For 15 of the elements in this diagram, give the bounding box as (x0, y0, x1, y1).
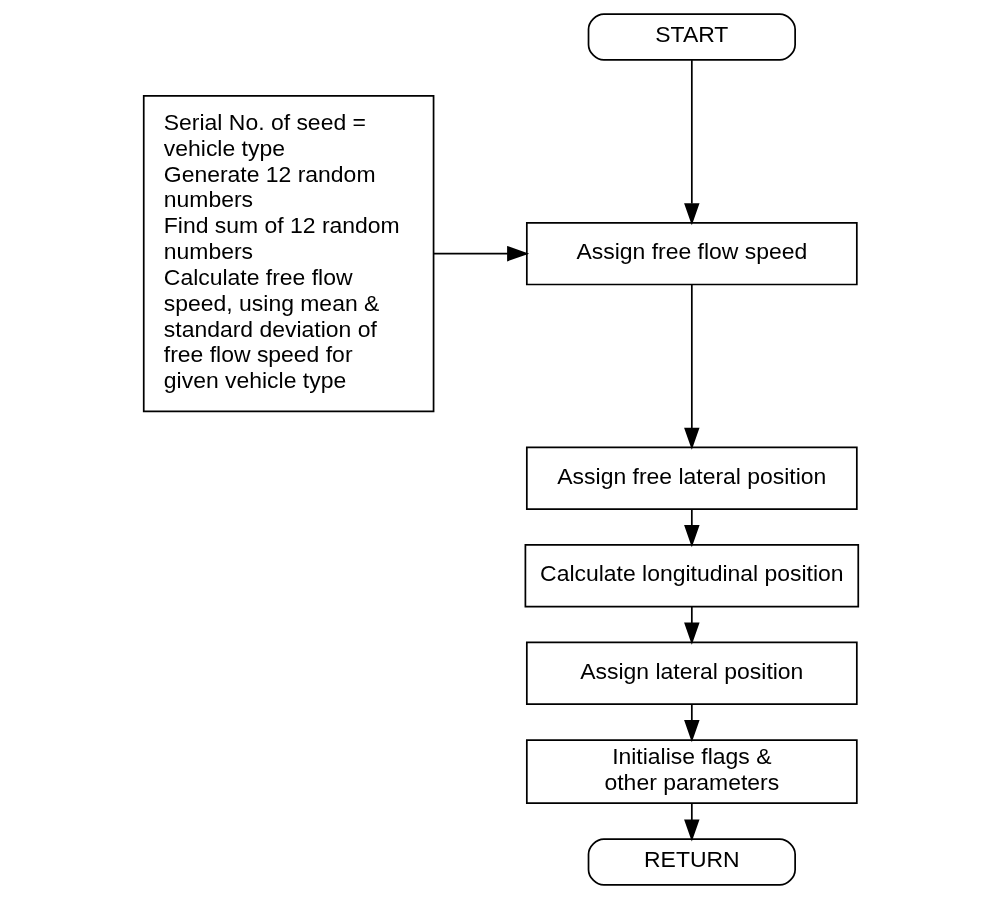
arrow (683, 703, 700, 743)
node-box: Assign free lateral position (525, 446, 858, 510)
arrow (683, 508, 700, 548)
arrow (683, 605, 700, 645)
arrow (683, 59, 700, 226)
node-box: Calculate longitudinal position (524, 544, 859, 608)
node-box: Assign lateral position (525, 641, 858, 706)
arrow (683, 283, 700, 450)
node-box: START (587, 13, 796, 61)
arrow (432, 245, 529, 262)
arrow (683, 802, 700, 842)
node-box: Assign free flow speed (525, 221, 858, 286)
node-box: Initialise flags & other parameters (525, 739, 858, 805)
node-box: RETURN (587, 838, 796, 886)
node-box: Serial No. of seed = vehicle type Generate 12 random numbers Find sum of 12 random numbers Calculate free flow speed, using mean & standard deviation of free flow speed for given vehicle type (142, 94, 434, 413)
